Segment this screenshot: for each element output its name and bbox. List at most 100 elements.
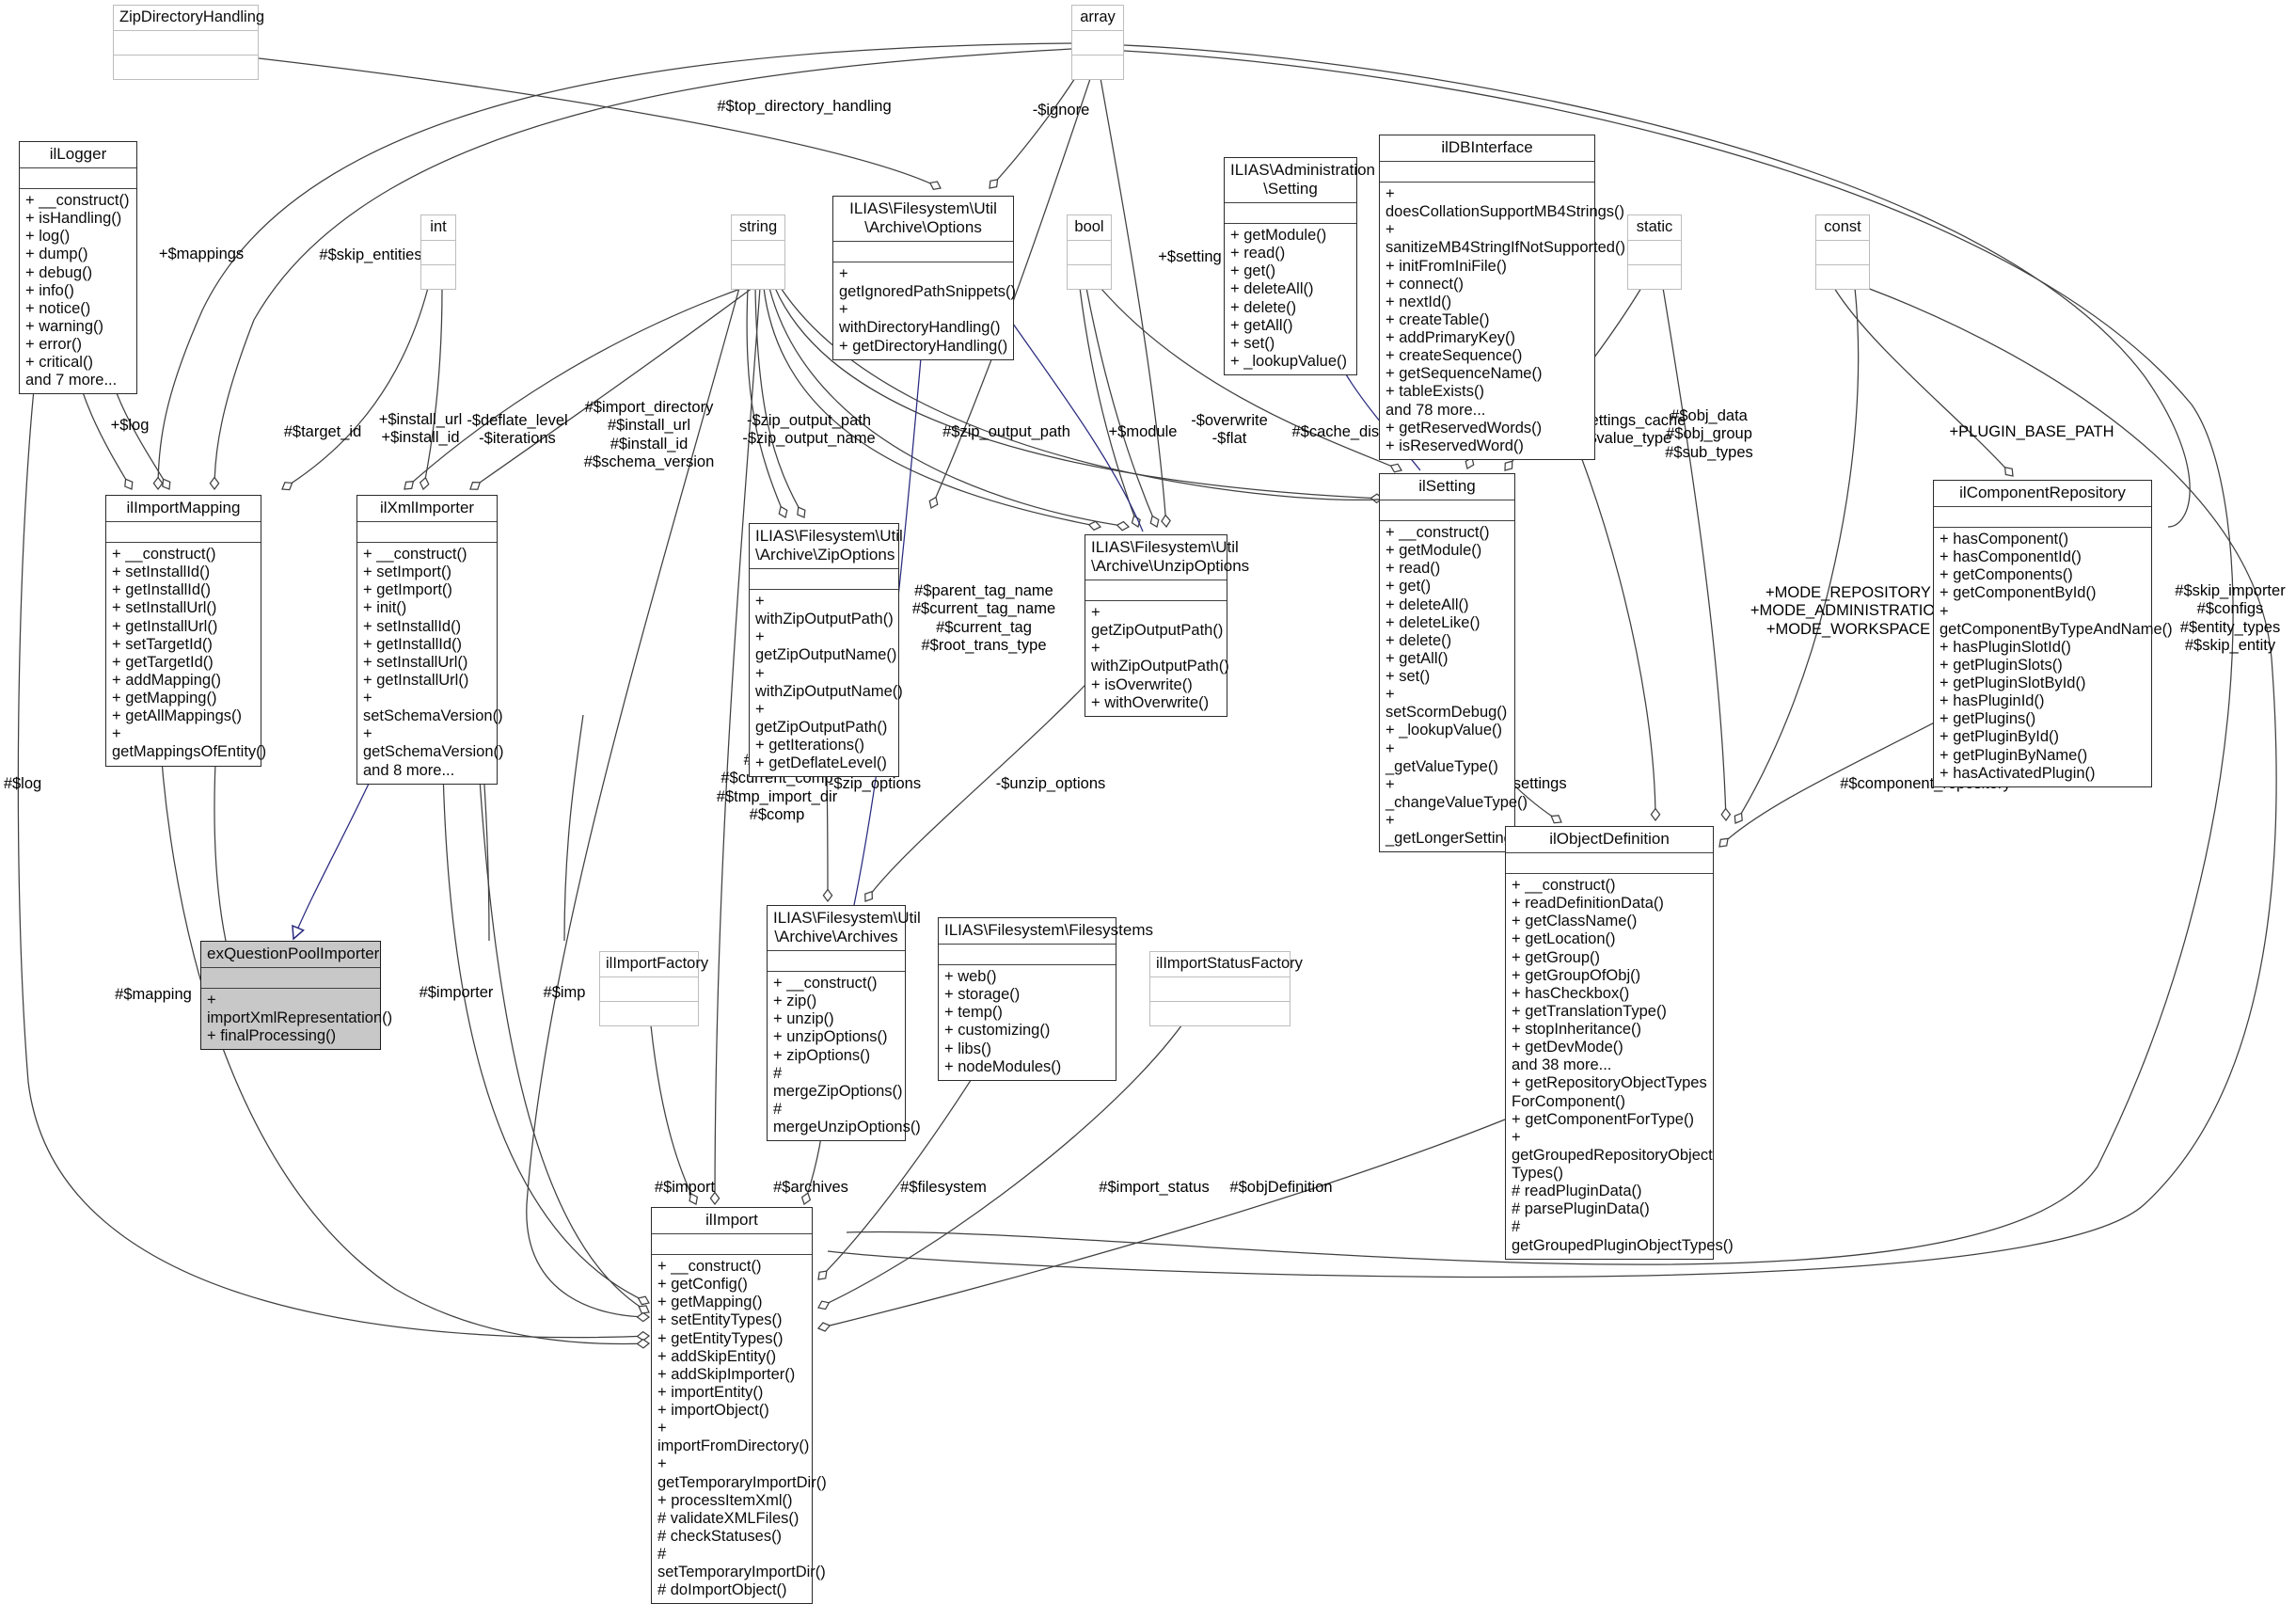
class-node-operations <box>114 56 258 79</box>
class-node-ilimportstatusfactory[interactable]: ilImportStatusFactory <box>1149 951 1303 1027</box>
class-node-adminsetting[interactable]: ILIAS\Administration \Setting+ getModule… <box>1224 157 1375 376</box>
class-node-operations <box>1816 265 1869 289</box>
edge-label-parent_tag_name: #$parent_tag_name #$current_tag_name #$c… <box>911 582 1056 654</box>
class-node-attributes <box>201 968 380 990</box>
edge-label-zip_output_path_name: -$zip_output_path -$zip_output_name <box>742 412 876 448</box>
class-node-ilsetting[interactable]: ilSetting+ __construct() + getModule() +… <box>1379 473 1530 853</box>
edge-label-log2: #$log <box>3 775 42 792</box>
class-node-operations: + getZipOutputPath() + withZipOutputPath… <box>1091 604 1229 711</box>
class-node-const[interactable]: const <box>1815 214 1870 291</box>
class-node-attributes <box>1380 162 1594 183</box>
class-node-title: ilImportFactory <box>600 952 708 978</box>
class-node-attributes <box>1225 203 1356 225</box>
class-node-operations: + __construct() + readDefinitionData() +… <box>1512 877 1734 1254</box>
class-node-ilobjectdefinition[interactable]: ilObjectDefinition+ __construct() + read… <box>1505 826 1734 1260</box>
class-node-title: ILIAS\Filesystem\Util \Archive\ZipOption… <box>750 524 903 570</box>
edge-label-install_url_id: +$install_url +$install_id <box>378 411 463 447</box>
edge-label-mapping: #$mapping <box>115 986 192 1003</box>
class-node-operations: + __construct() + setInstallId() + getIn… <box>112 546 267 761</box>
class-node-archiveoptions[interactable]: ILIAS\Filesystem\Util \Archive\Options+ … <box>832 196 1017 360</box>
class-node-operations <box>421 265 455 289</box>
class-node-attributes <box>1934 507 2151 529</box>
class-node-operations: + doesCollationSupportMB4Strings() + san… <box>1386 185 1625 454</box>
class-node-operations: + __construct() + zip() + unzip() + unzi… <box>773 975 921 1136</box>
class-node-title: ILIAS\Filesystem\Util \Archive\Archives <box>768 906 921 952</box>
class-node-archives[interactable]: ILIAS\Filesystem\Util \Archive\Archives +… <box>767 905 921 1142</box>
class-node-attributes <box>20 168 136 190</box>
class-node-attributes <box>939 945 1116 966</box>
class-node-attributes <box>750 569 898 591</box>
class-node-attributes <box>768 951 905 973</box>
edge-label-import: #$import <box>654 1179 716 1196</box>
edge-label-importer: #$importer <box>419 984 494 1001</box>
class-node-ilxmlimporter[interactable]: ilXmlImporter+ __construct() + setImport… <box>356 495 504 785</box>
class-node-title: string <box>732 215 784 242</box>
class-node-zipoptions[interactable]: ILIAS\Filesystem\Util \Archive\ZipOption… <box>749 523 903 778</box>
class-node-operations: + hasComponent() + hasComponentId() + ge… <box>1940 531 2173 782</box>
class-node-attributes <box>1085 580 1227 602</box>
class-node-attributes <box>600 977 698 1003</box>
edge-label-imp: #$imp <box>543 984 586 1001</box>
class-node-filesystems[interactable]: ILIAS\Filesystem\Filesystems + web() + st… <box>938 917 1153 1081</box>
class-node-attributes <box>652 1234 812 1256</box>
edge-label-plugin_base_path: +PLUGIN_BASE_PATH <box>1949 423 2114 440</box>
class-node-zipdirectoryhandling[interactable]: ZipDirectoryHandling <box>113 5 264 81</box>
class-node-operations: + getIgnoredPathSnippets() + withDirecto… <box>839 265 1017 355</box>
class-node-illogger[interactable]: ilLogger+ __construct() + isHandling() +… <box>19 141 137 395</box>
class-node-operations <box>732 265 784 289</box>
edge-label-skip_importer: #$skip_importer #$configs #$entity_types… <box>2175 582 2286 654</box>
class-node-ilimportfactory[interactable]: ilImportFactory <box>599 951 708 1027</box>
class-node-attributes <box>1506 853 1713 875</box>
edge-label-import_status: #$import_status <box>1099 1179 1210 1196</box>
class-node-attributes <box>1816 241 1869 266</box>
edge-label-deflate_level: -$deflate_level -$iterations <box>467 412 568 448</box>
edge-label-obj_data: #$obj_data #$obj_group #$sub_types <box>1665 407 1753 461</box>
edge-label-objdefinition: #$objDefinition <box>1229 1179 1333 1196</box>
class-node-title: ilXmlImporter <box>357 496 497 523</box>
class-node-operations: + web() + storage() + temp() + customizi… <box>944 968 1062 1075</box>
class-node-title: bool <box>1068 215 1111 242</box>
class-node-bool[interactable]: bool <box>1067 214 1112 291</box>
class-node-ilimportmapping[interactable]: ilImportMapping + __construct() + setInst… <box>105 495 267 767</box>
edge-label-target_id: #$target_id <box>283 423 362 440</box>
class-node-title: ilImportMapping <box>106 496 261 523</box>
class-node-title: ilImport <box>652 1208 812 1235</box>
class-node-operations: + __construct() + getConfig() + getMappi… <box>657 1258 827 1599</box>
class-node-attributes <box>1068 241 1111 266</box>
class-node-title: ilSetting <box>1380 474 1514 501</box>
edge-label-mode_repository: +MODE_REPOSITORY +MODE_ADMINISTRATION +M… <box>1750 584 1947 638</box>
edge-label-archives_lbl: #$archives <box>773 1179 848 1196</box>
class-node-array[interactable]: array <box>1071 5 1124 81</box>
class-node-title: ZipDirectoryHandling <box>114 6 264 32</box>
edge-label-module: +$module <box>1108 423 1178 440</box>
class-node-operations: + importXmlRepresentation() + finalProce… <box>207 992 393 1045</box>
class-node-title: static <box>1628 215 1681 242</box>
class-node-operations <box>1068 265 1111 289</box>
class-node-static[interactable]: static <box>1627 214 1682 291</box>
class-node-ilimport[interactable]: ilImport + __construct() + getConfig() + … <box>651 1207 827 1604</box>
class-node-title: ILIAS\Filesystem\Util \Archive\UnzipOpti… <box>1085 535 1249 581</box>
class-node-attributes <box>833 242 1013 263</box>
edge-label-mappings: +$mappings <box>158 246 245 262</box>
class-node-attributes <box>1380 500 1514 522</box>
class-node-ildbinterface[interactable]: ilDBInterface + doesCollationSupportMB4St… <box>1379 135 1625 460</box>
class-node-title: ilComponentRepository <box>1934 481 2151 508</box>
class-node-operations <box>600 1002 698 1025</box>
class-node-unzipoptions[interactable]: ILIAS\Filesystem\Util \Archive\UnzipOpti… <box>1085 534 1249 717</box>
class-node-ilcomponentrepository[interactable]: ilComponentRepository + hasComponent() + … <box>1933 480 2173 787</box>
edge-label-ignore: -$ignore <box>1032 102 1090 119</box>
class-node-title: array <box>1072 6 1123 32</box>
class-node-title: exQuestionPoolImporter <box>201 942 380 969</box>
diagram-canvas: ZipDirectoryHandling array ilLogger+ __con… <box>3 5 2286 1604</box>
class-node-title: ILIAS\Filesystem\Filesystems <box>939 918 1153 945</box>
class-node-exquestionpoolimporter[interactable]: exQuestionPoolImporter + importXmlReprese… <box>200 941 393 1051</box>
class-node-operations: + withZipOutputPath() + getZipOutputName… <box>755 593 903 772</box>
class-node-operations <box>1150 1002 1290 1025</box>
class-node-int[interactable]: int <box>420 214 456 291</box>
class-node-title: ILIAS\Administration \Setting <box>1225 158 1375 204</box>
class-node-attributes <box>1150 977 1290 1003</box>
class-node-attributes <box>421 241 455 266</box>
edge-label-zip_options: -$zip_options <box>828 775 922 792</box>
class-node-string[interactable]: string <box>731 214 785 291</box>
class-node-title: ilDBInterface <box>1380 135 1594 163</box>
